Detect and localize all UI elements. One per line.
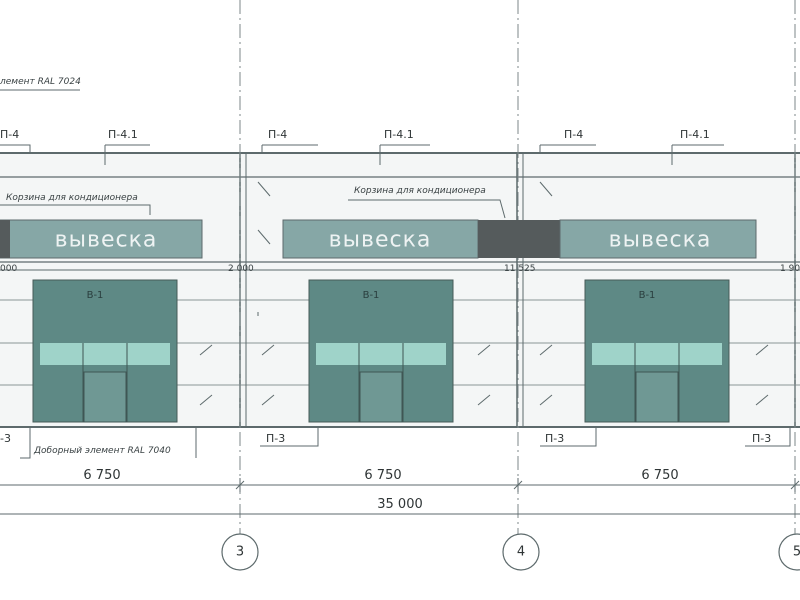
sign-text: вывеска [54,227,158,253]
sign-board [282,219,479,259]
ac-basket-block [0,220,10,258]
axis-number: 3 [235,544,245,560]
panel-label: П-4 [268,128,288,141]
entrance-door [584,279,730,423]
panel-label: П-4 [0,128,20,141]
ac-basket-callout: Корзина для кондиционера [6,193,138,203]
panel-label: П-3 [752,432,772,445]
entrance-door [308,279,454,423]
axis-marker-3 [221,533,259,571]
panel-label: П-4.1 [108,128,138,141]
entrance-door [32,279,178,423]
door-label: В-1 [638,290,656,301]
axis-marker-4 [502,533,540,571]
bay-width-dimension: 6 750 [364,468,402,483]
bay-width-dimension: 6 750 [83,468,121,483]
door-label: В-1 [86,290,104,301]
door-label: В-1 [362,290,380,301]
axis-number: 4 [516,544,526,560]
bay-width-dimension: 6 750 [641,468,679,483]
sign-board [0,219,203,259]
panel-label: П-3 [266,432,286,445]
panel-label: -3 [0,432,11,445]
dimension-label: 2 000 [228,264,254,274]
ac-basket-block [478,220,560,258]
total-width-dimension: 35 000 [377,497,423,512]
sign-text: вывеска [328,227,432,253]
dimension-label: 000 [0,264,18,274]
panel-label: П-4.1 [384,128,414,141]
dimension-lines [0,269,800,515]
dimension-label: 1 90 [780,264,800,274]
callout-leaders [0,89,791,459]
ac-basket-callout: Корзина для кондиционера [354,186,486,196]
panel-markers [199,181,769,406]
panel-label: П-4.1 [680,128,710,141]
axis-number: 5 [792,544,800,560]
panel-label: П-3 [545,432,565,445]
sign-board [559,219,757,259]
panel-label: П-4 [564,128,584,141]
ral-bottom-callout: Доборный элемент RAL 7040 [34,446,171,456]
dimension-label: 11 525 [504,264,536,274]
ral-top-callout: лемент RAL 7024 [0,77,81,87]
sign-text: вывеска [608,227,712,253]
axis-marker-5 [778,533,800,571]
